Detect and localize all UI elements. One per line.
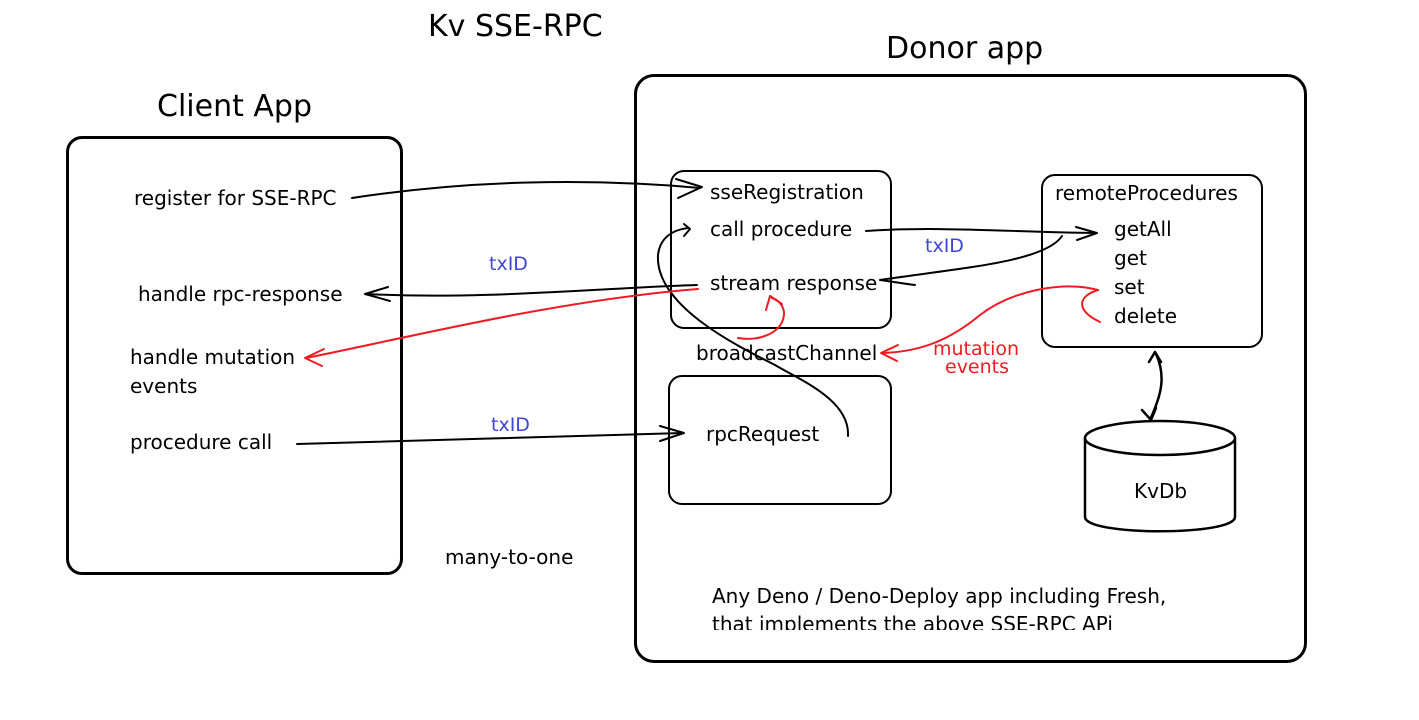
- procedure-get-all: getAll: [1114, 217, 1172, 241]
- edge-stream-to-rpc-response: [365, 284, 698, 297]
- arrowhead-get-all: [1075, 226, 1098, 241]
- client-item-events: events: [130, 374, 198, 398]
- remote-procedures-box: [1041, 174, 1263, 348]
- arrowhead-stream-response: [765, 295, 783, 311]
- arrowhead-kvdb: [1140, 406, 1158, 422]
- client-item-rpc-response: handle rpc-response: [138, 282, 343, 306]
- edge-get-all-to-stream-response: [879, 235, 1063, 286]
- sse-registration-label: sseRegistration: [710, 180, 864, 204]
- many-to-one-label: many-to-one: [445, 545, 574, 569]
- edge-set-delete-bracket: [1081, 289, 1101, 323]
- call-procedure-label: call procedure: [710, 217, 853, 241]
- edge-label-mutation: mutation: [933, 338, 1020, 360]
- donor-app-box: [634, 74, 1307, 663]
- edge-register-to-sse-registration: [351, 181, 701, 199]
- donor-app-note: Any Deno / Deno-Deploy app including Fre…: [712, 582, 1272, 630]
- rpc-request-label: rpcRequest: [706, 422, 820, 446]
- remote-procedures-title: remoteProcedures: [1055, 181, 1238, 205]
- edge-broadcast-to-stream: [737, 297, 786, 340]
- note-line-1: Any Deno / Deno-Deploy app including Fre…: [712, 584, 1167, 608]
- procedure-set: set: [1114, 275, 1145, 299]
- client-item-register: register for SSE-RPC: [134, 186, 337, 210]
- edge-procedure-call-to-rpc-request: [296, 432, 684, 445]
- arrowhead-rpc-request: [659, 425, 685, 442]
- kvdb-cylinder: [1083, 419, 1237, 533]
- donor-app-heading: Donor app: [886, 31, 1044, 66]
- client-app-heading: Client App: [157, 89, 312, 124]
- client-app-box: [66, 136, 403, 575]
- arrowhead-rpc-response: [364, 286, 391, 302]
- client-item-mutation: handle mutation: [130, 345, 296, 369]
- arrowhead-sse-registration: [675, 178, 703, 199]
- broadcast-channel-label: broadcastChannel: [696, 341, 878, 365]
- note-line-2: that implements the above SSE-RPC APi: [712, 612, 1113, 630]
- edge-label-txid-request: txID: [491, 414, 530, 436]
- edge-set-delete-to-broadcast: [881, 285, 1099, 354]
- edge-rpc-request-loop: [656, 227, 850, 437]
- arrowhead-call-procedure: [683, 223, 691, 237]
- arrowhead-remote-procedures: [1147, 350, 1163, 364]
- client-item-procedure-call: procedure call: [130, 430, 273, 454]
- sse-handler-box: [670, 170, 892, 329]
- arrowhead-mutation-client: [304, 348, 325, 367]
- procedure-delete: delete: [1114, 304, 1178, 328]
- edge-mutation-to-client: [305, 288, 699, 359]
- edge-call-procedure-to-get-all: [865, 228, 1097, 234]
- kvdb-label: KvDb: [1134, 479, 1188, 503]
- stream-response-label: stream response: [710, 271, 878, 295]
- edge-label-txid-procedure: txID: [925, 235, 964, 257]
- edge-label-txid-response: txID: [489, 253, 528, 275]
- edge-label-events: events: [945, 356, 1010, 378]
- rpc-request-box: [668, 375, 892, 505]
- arrowhead-broadcast: [880, 344, 899, 362]
- procedure-get: get: [1114, 246, 1147, 270]
- diagram-title: Kv SSE-RPC: [428, 9, 603, 44]
